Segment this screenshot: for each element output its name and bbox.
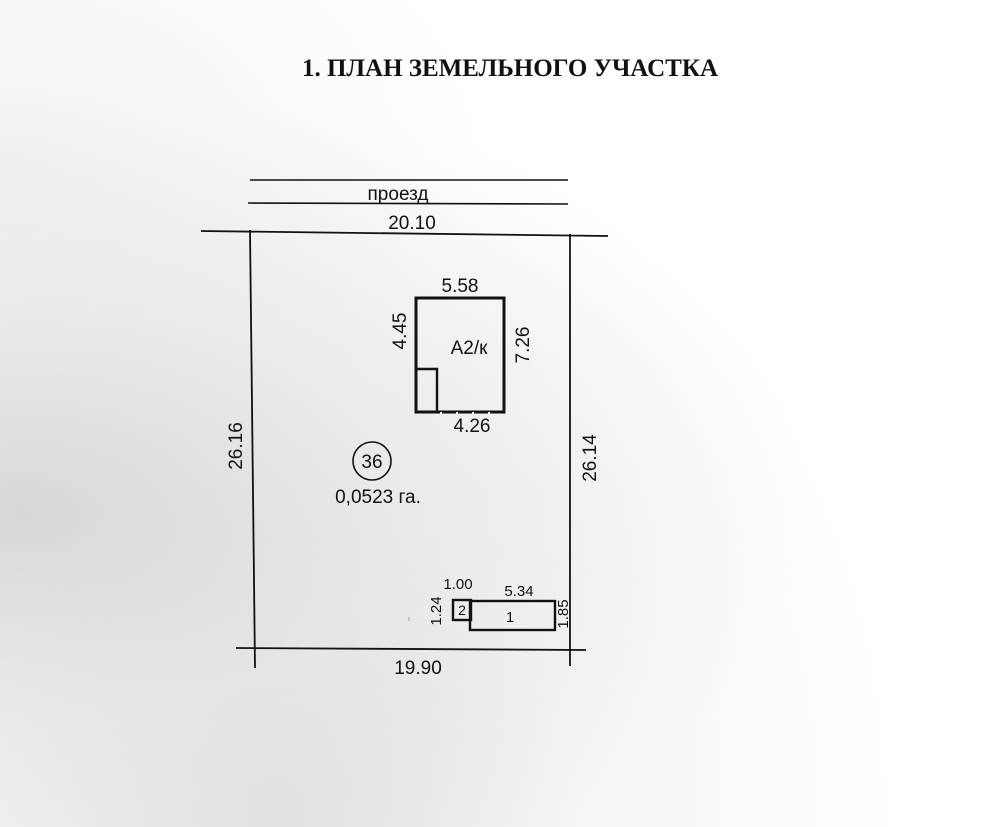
parcel-left-line [249, 229, 256, 669]
parcel-right-length: 26.14 [580, 434, 601, 482]
parcel-boundary [200, 229, 609, 669]
main-building-top-length: 5.58 [442, 276, 479, 297]
main-building-left-length: 4.45 [390, 313, 411, 350]
outbuilding-2-left-length: 1.24 [428, 596, 445, 625]
page-title: 1. ПЛАН ЗЕМЕЛЬНОГО УЧАСТКА [302, 55, 718, 82]
outbuilding-1-outline [468, 599, 557, 632]
road-label: проезд [368, 184, 429, 205]
road-edge-line [247, 202, 569, 205]
outbuilding-2-top-length: 1.00 [443, 576, 472, 593]
parcel-area: 0,0523 га. [335, 487, 421, 508]
main-building-bottom-length: 4.26 [454, 416, 491, 437]
main-building [414, 296, 506, 414]
parcel-bottom-length: 19.90 [394, 658, 442, 679]
outbuilding-1-right-gap: 1.85 [555, 599, 572, 628]
parcel-number: 36 [361, 452, 382, 473]
main-building-right-length: 7.26 [513, 327, 534, 364]
outbuilding-1-top-length: 5.34 [504, 583, 533, 600]
main-building-label: А2/к [451, 338, 489, 359]
parcel-number-circle [352, 441, 392, 481]
parcel-top-line [200, 230, 609, 237]
parcel-bottom-line [235, 647, 587, 651]
parcel-top-length: 20.10 [388, 213, 436, 234]
road [247, 179, 569, 205]
main-building-outline [414, 296, 506, 414]
main-building-porch [416, 367, 439, 412]
parcel-left-length: 26.16 [226, 422, 247, 470]
outbuilding-2-label: 2 [458, 602, 466, 618]
outbuilding-1-label: 1 [506, 609, 514, 626]
outbuilding-1 [468, 599, 557, 632]
